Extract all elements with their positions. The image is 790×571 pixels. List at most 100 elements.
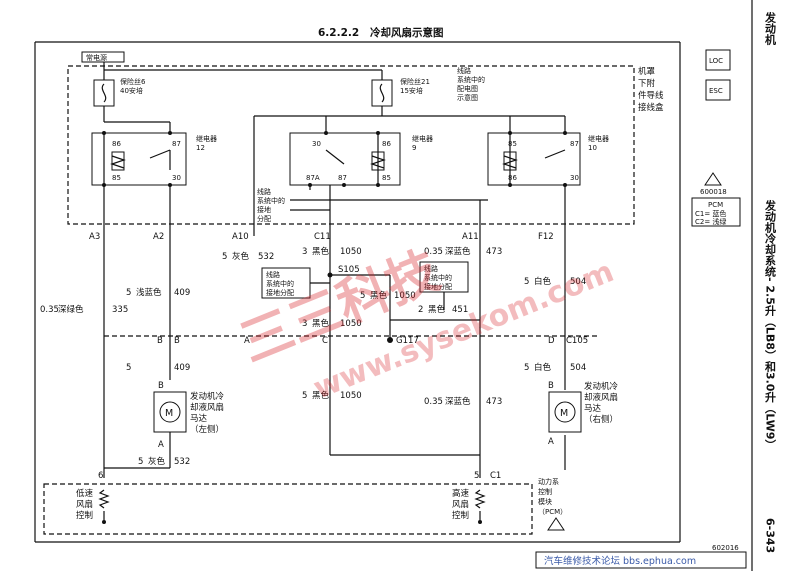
ground-dist-box-1-l1: 线路 [266, 270, 280, 279]
relay-12-number: 12 [196, 144, 205, 152]
wire-451-color: 黑色 [428, 304, 446, 315]
relay-9-pin-86: 86 [382, 140, 391, 148]
power-dist-note-1: 线路 [457, 66, 471, 75]
ground-note-3: 接地 [257, 205, 271, 214]
wire-473-size: 0.35 [424, 247, 443, 257]
junction-box-label-2: 下附 [638, 78, 656, 89]
conn-bottom-6: 6 [98, 471, 103, 481]
wire-1050-size: 3 [302, 247, 307, 257]
wire-1050c-color: 黑色 [312, 318, 330, 329]
relay-10-pin-30: 30 [570, 174, 579, 182]
conn-bottom-c1: C1 [490, 471, 501, 481]
conn-bottom-5: 5 [474, 471, 479, 481]
ground-dist-box-2-l2: 系统中的 [424, 273, 452, 282]
relay-9-node-86 [376, 131, 380, 135]
wire-473b-circuit: 473 [486, 397, 502, 407]
wire-532b-color: 灰色 [148, 456, 166, 467]
motor-left-l1: 发动机冷 [190, 391, 225, 402]
wire-473-circuit: 473 [486, 247, 502, 257]
motor-right-pin-b: B [548, 381, 554, 391]
watermark: 三三科技 www.sysekom.com [232, 241, 618, 407]
relay-9-node-85 [376, 183, 380, 187]
legend-esc: ESC [709, 87, 723, 95]
wire-473b-color: 深蓝色 [445, 396, 471, 407]
wire-1050b-size: 5 [360, 291, 365, 301]
wire-1050c-size: 3 [302, 319, 307, 329]
legend-pcm-c1: C1= 蓝色 [695, 209, 726, 218]
conn-lower-a: A [244, 336, 250, 346]
pcm-high-ground [478, 520, 482, 524]
ground-note-2: 系统中的 [257, 196, 285, 205]
wire-335-circuit: 335 [112, 305, 128, 315]
relay-10-number: 10 [588, 144, 597, 152]
wire-532-circuit: 532 [258, 252, 274, 262]
conn-f12: F12 [538, 232, 554, 242]
legend-loc: LOC [709, 57, 723, 65]
motor-right-pin-a: A [548, 437, 554, 447]
pcm-outline [43, 483, 533, 535]
ground-g117-symbol [387, 337, 393, 343]
pcm-module-l1: 动力系 [538, 477, 559, 486]
motor-left-pin-b: B [158, 381, 164, 391]
ground-note-1: 线路 [257, 187, 271, 196]
wire-409-circuit: 409 [174, 288, 190, 298]
fuse-21-name: 保险丝21 [400, 77, 430, 86]
relay-10-pin-85: 85 [508, 140, 517, 148]
relay-12-pin-87: 87 [172, 140, 181, 148]
motor-left-icon [159, 401, 181, 423]
wire-1050d-circuit: 1050 [340, 391, 362, 401]
diagram-number: 6.2.2.2 [318, 27, 359, 39]
relay-10-name: 继电器 [588, 134, 609, 143]
esd-warning-icon [547, 517, 565, 531]
legend-loc-box [705, 49, 731, 71]
relay-10-box [487, 132, 581, 186]
conn-a10: A10 [232, 232, 249, 242]
power-dist-note-3: 配电图 [457, 84, 478, 93]
battery-supply-box [81, 51, 125, 63]
conn-a2: A2 [153, 232, 164, 242]
side-section-title: 发动机 [764, 11, 778, 46]
conn-lower-d: D [548, 336, 555, 346]
legend-icon-code: 600018 [700, 188, 727, 196]
motor-right-l1: 发动机冷 [584, 381, 619, 392]
wire-451-size: 2 [418, 305, 423, 315]
relay-12-name: 继电器 [196, 134, 217, 143]
wire-532b-circuit: 532 [174, 457, 190, 467]
wire-532-size: 5 [222, 252, 227, 262]
wire-1050-circuit: 1050 [340, 247, 362, 257]
relay-9-pin-30: 30 [312, 140, 321, 148]
junction-box-label-1: 机罩 [638, 66, 656, 77]
wire-1050d-size: 5 [302, 391, 307, 401]
legend-esc-box [705, 79, 731, 101]
relay-12-pin-86: 86 [112, 140, 121, 148]
wire-409b-size: 5 [126, 363, 131, 373]
motor-right-icon [554, 401, 576, 423]
wire-504b-color: 白色 [534, 362, 552, 373]
legend-warning-icon [704, 172, 722, 186]
motor-right-l3: 马达 [584, 403, 602, 414]
motor-left-pin-a: A [158, 440, 164, 450]
pcm-high-l2: 风扇 [452, 499, 469, 510]
relay-12-coil-winding [110, 155, 126, 169]
legend-pcm-box [691, 197, 741, 227]
relay-9-switch [325, 149, 345, 165]
wire-451-circuit: 451 [452, 305, 468, 315]
wire-504b-size: 5 [524, 363, 529, 373]
fuse-6-rating: 40安培 [120, 86, 143, 95]
wire-1050d-color: 黑色 [312, 390, 330, 401]
pcm-low-l3: 控制 [76, 510, 93, 521]
relay-9-node-87 [342, 183, 346, 187]
battery-supply-label: 常电源 [86, 53, 107, 62]
junction-box-label-4: 接线盒 [638, 102, 664, 113]
pcm-module-l2: 控制 [538, 487, 552, 496]
legend-pcm-title: PCM [708, 201, 723, 209]
wire-1050b-circuit: 1050 [394, 291, 416, 301]
pcm-high-resistor [474, 489, 486, 509]
wire-335-color: 深绿色 [58, 304, 84, 315]
wire-473-color: 深蓝色 [445, 246, 471, 257]
wire-1050b-color: 黑色 [370, 290, 388, 301]
fuse-6-link [101, 83, 107, 103]
pcm-module-l4: （PCM） [538, 508, 567, 516]
relay-10-node-87 [563, 131, 567, 135]
motor-left-m-glyph: M [165, 408, 173, 419]
